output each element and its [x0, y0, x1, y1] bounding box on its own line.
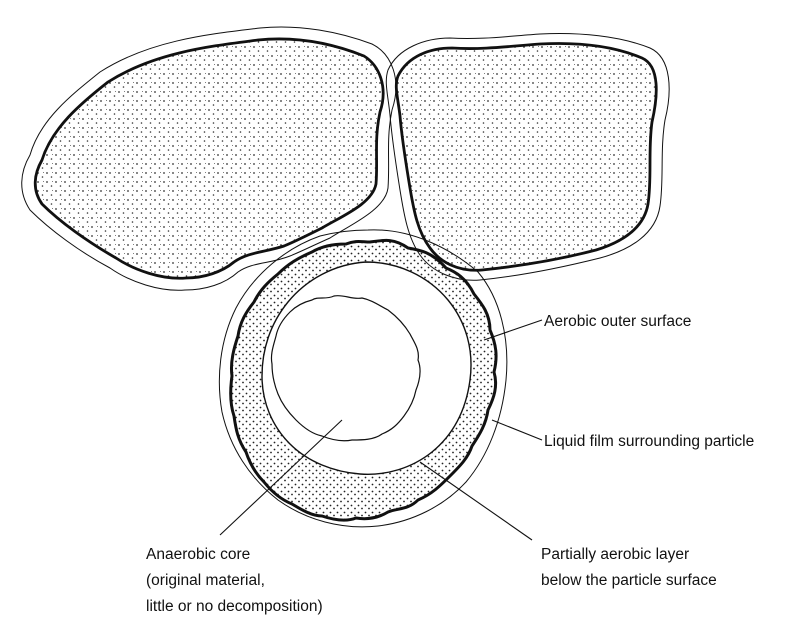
- leader-line-liquid-film: [492, 420, 542, 440]
- leader-line-aerobic-outer-surface: [484, 320, 542, 340]
- right-particle-body: [396, 44, 656, 271]
- center-particle: [219, 230, 507, 527]
- label-liquid-film: Liquid film surrounding particle: [544, 433, 754, 450]
- left-particle-body: [35, 39, 383, 278]
- label-partially-aerobic-layer: Partially aerobic layer below the partic…: [541, 546, 717, 589]
- label-anaerobic-core: Anaerobic core (original material, littl…: [146, 546, 323, 615]
- leader-line-partially-aerobic-layer: [420, 462, 532, 540]
- label-anaerobic-core-line-1: Anaerobic core: [146, 546, 250, 563]
- label-anaerobic-core-line-2: (original material,: [146, 572, 265, 589]
- label-anaerobic-core-line-3: little or no decomposition): [146, 598, 323, 615]
- label-aerobic-outer-surface: Aerobic outer surface: [544, 313, 691, 330]
- right-particle: [386, 34, 669, 281]
- label-partially-aerobic-line-2: below the particle surface: [541, 572, 717, 589]
- label-partially-aerobic-line-1: Partially aerobic layer: [541, 546, 689, 563]
